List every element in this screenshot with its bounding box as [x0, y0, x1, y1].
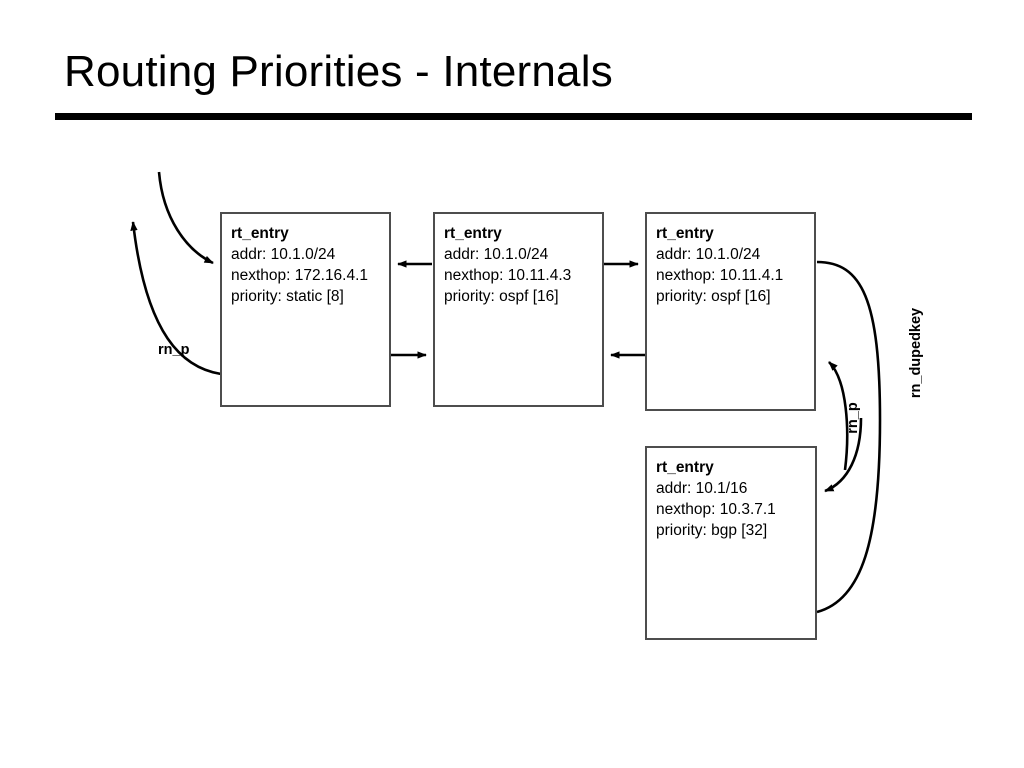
- edge-incoming-into-box1: [157, 171, 214, 265]
- field-priority: priority: bgp [32]: [656, 522, 768, 539]
- page-title: Routing Priorities - Internals: [64, 47, 613, 96]
- edge-label-rn-p-left: rn_p: [158, 342, 190, 358]
- field-nexthop: nexthop: 172.16.4.1: [231, 267, 369, 284]
- title-divider: [55, 113, 972, 120]
- field-addr: addr: 10.1/16: [656, 480, 748, 497]
- field-nexthop: nexthop: 10.11.4.1: [656, 267, 784, 284]
- struct-name: rt_entry: [444, 225, 502, 242]
- rt-entry-box-2[interactable]: rt_entry addr: 10.1.0/24 nexthop: 10.11.…: [433, 212, 604, 407]
- edge-label-rn-dupedkey: rn_dupedkey: [908, 307, 924, 399]
- field-nexthop: nexthop: 10.11.4.3: [444, 267, 572, 284]
- field-priority: priority: ospf [16]: [656, 288, 771, 305]
- struct-name: rt_entry: [656, 225, 714, 242]
- struct-name: rt_entry: [231, 225, 289, 242]
- edge-label-rn-p-right: rn_p: [845, 402, 861, 434]
- field-nexthop: nexthop: 10.3.7.1: [656, 501, 776, 518]
- field-addr: addr: 10.1.0/24: [656, 246, 761, 263]
- field-addr: addr: 10.1.0/24: [444, 246, 549, 263]
- field-addr: addr: 10.1.0/24: [231, 246, 336, 263]
- field-priority: priority: static [8]: [231, 288, 344, 305]
- rt-entry-box-3[interactable]: rt_entry addr: 10.1.0/24 nexthop: 10.11.…: [645, 212, 816, 411]
- rt-entry-box-4[interactable]: rt_entry addr: 10.1/16 nexthop: 10.3.7.1…: [645, 446, 817, 640]
- rt-entry-box-1[interactable]: rt_entry addr: 10.1.0/24 nexthop: 172.16…: [220, 212, 391, 407]
- field-priority: priority: ospf [16]: [444, 288, 559, 305]
- struct-name: rt_entry: [656, 459, 714, 476]
